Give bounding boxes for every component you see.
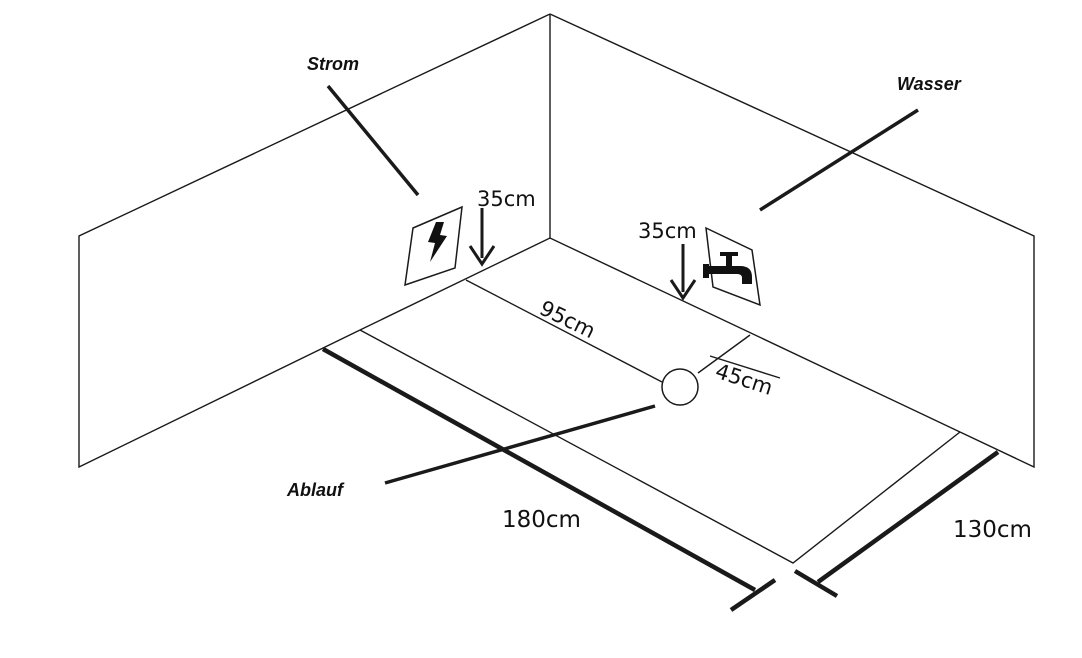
faucet-icon [703,252,752,284]
power-outlet-sign [404,205,463,287]
drain-distance-tick-45 [709,355,781,379]
wasser-height-arrow [669,244,697,301]
ablauf-label: Ablauf [286,480,345,500]
left-wall [78,13,551,469]
drain-circle-icon [661,368,699,406]
right-wall [549,13,1035,469]
ablauf-leader-line [384,404,656,485]
drain-from-side-label: 45cm [712,359,775,400]
wasser-leader-line [759,108,919,212]
length-dimension-line-180 [321,347,777,612]
strom-label: Strom [307,54,359,74]
wasser-label: Wasser [897,74,962,94]
strom-height-arrow [468,208,496,267]
drain-from-back-label: 95cm [536,296,599,343]
water-tap-sign [703,226,761,307]
floor-width-label: 130cm [953,517,1032,543]
strom-height-label: 35cm [477,187,536,211]
drain-distance-line-95 [465,279,663,383]
wasser-height-label: 35cm [638,219,697,243]
width-dimension-line-130 [793,450,1000,598]
floor-length-label: 180cm [502,507,581,533]
lightning-icon [428,222,447,262]
drain-distance-line-45 [697,334,751,374]
strom-leader-line [326,84,420,197]
floor-outline [359,237,961,564]
